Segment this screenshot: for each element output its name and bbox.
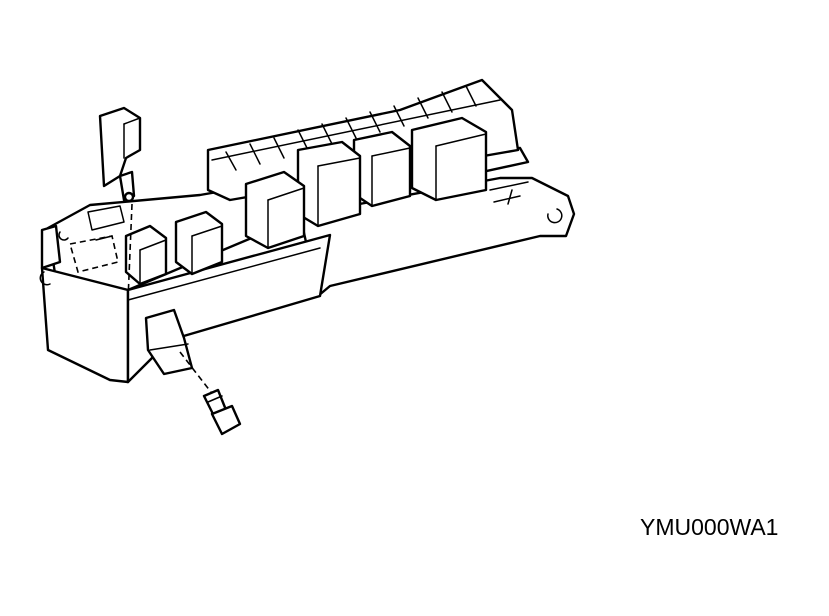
mounting-bracket	[298, 176, 576, 298]
front-connectors	[68, 205, 125, 273]
figure-code: YMU000WA1	[640, 514, 779, 540]
relay-puller-tool	[98, 106, 142, 301]
large-relays	[124, 116, 488, 286]
mounting-tab	[144, 308, 194, 376]
screw-icon	[202, 388, 242, 436]
